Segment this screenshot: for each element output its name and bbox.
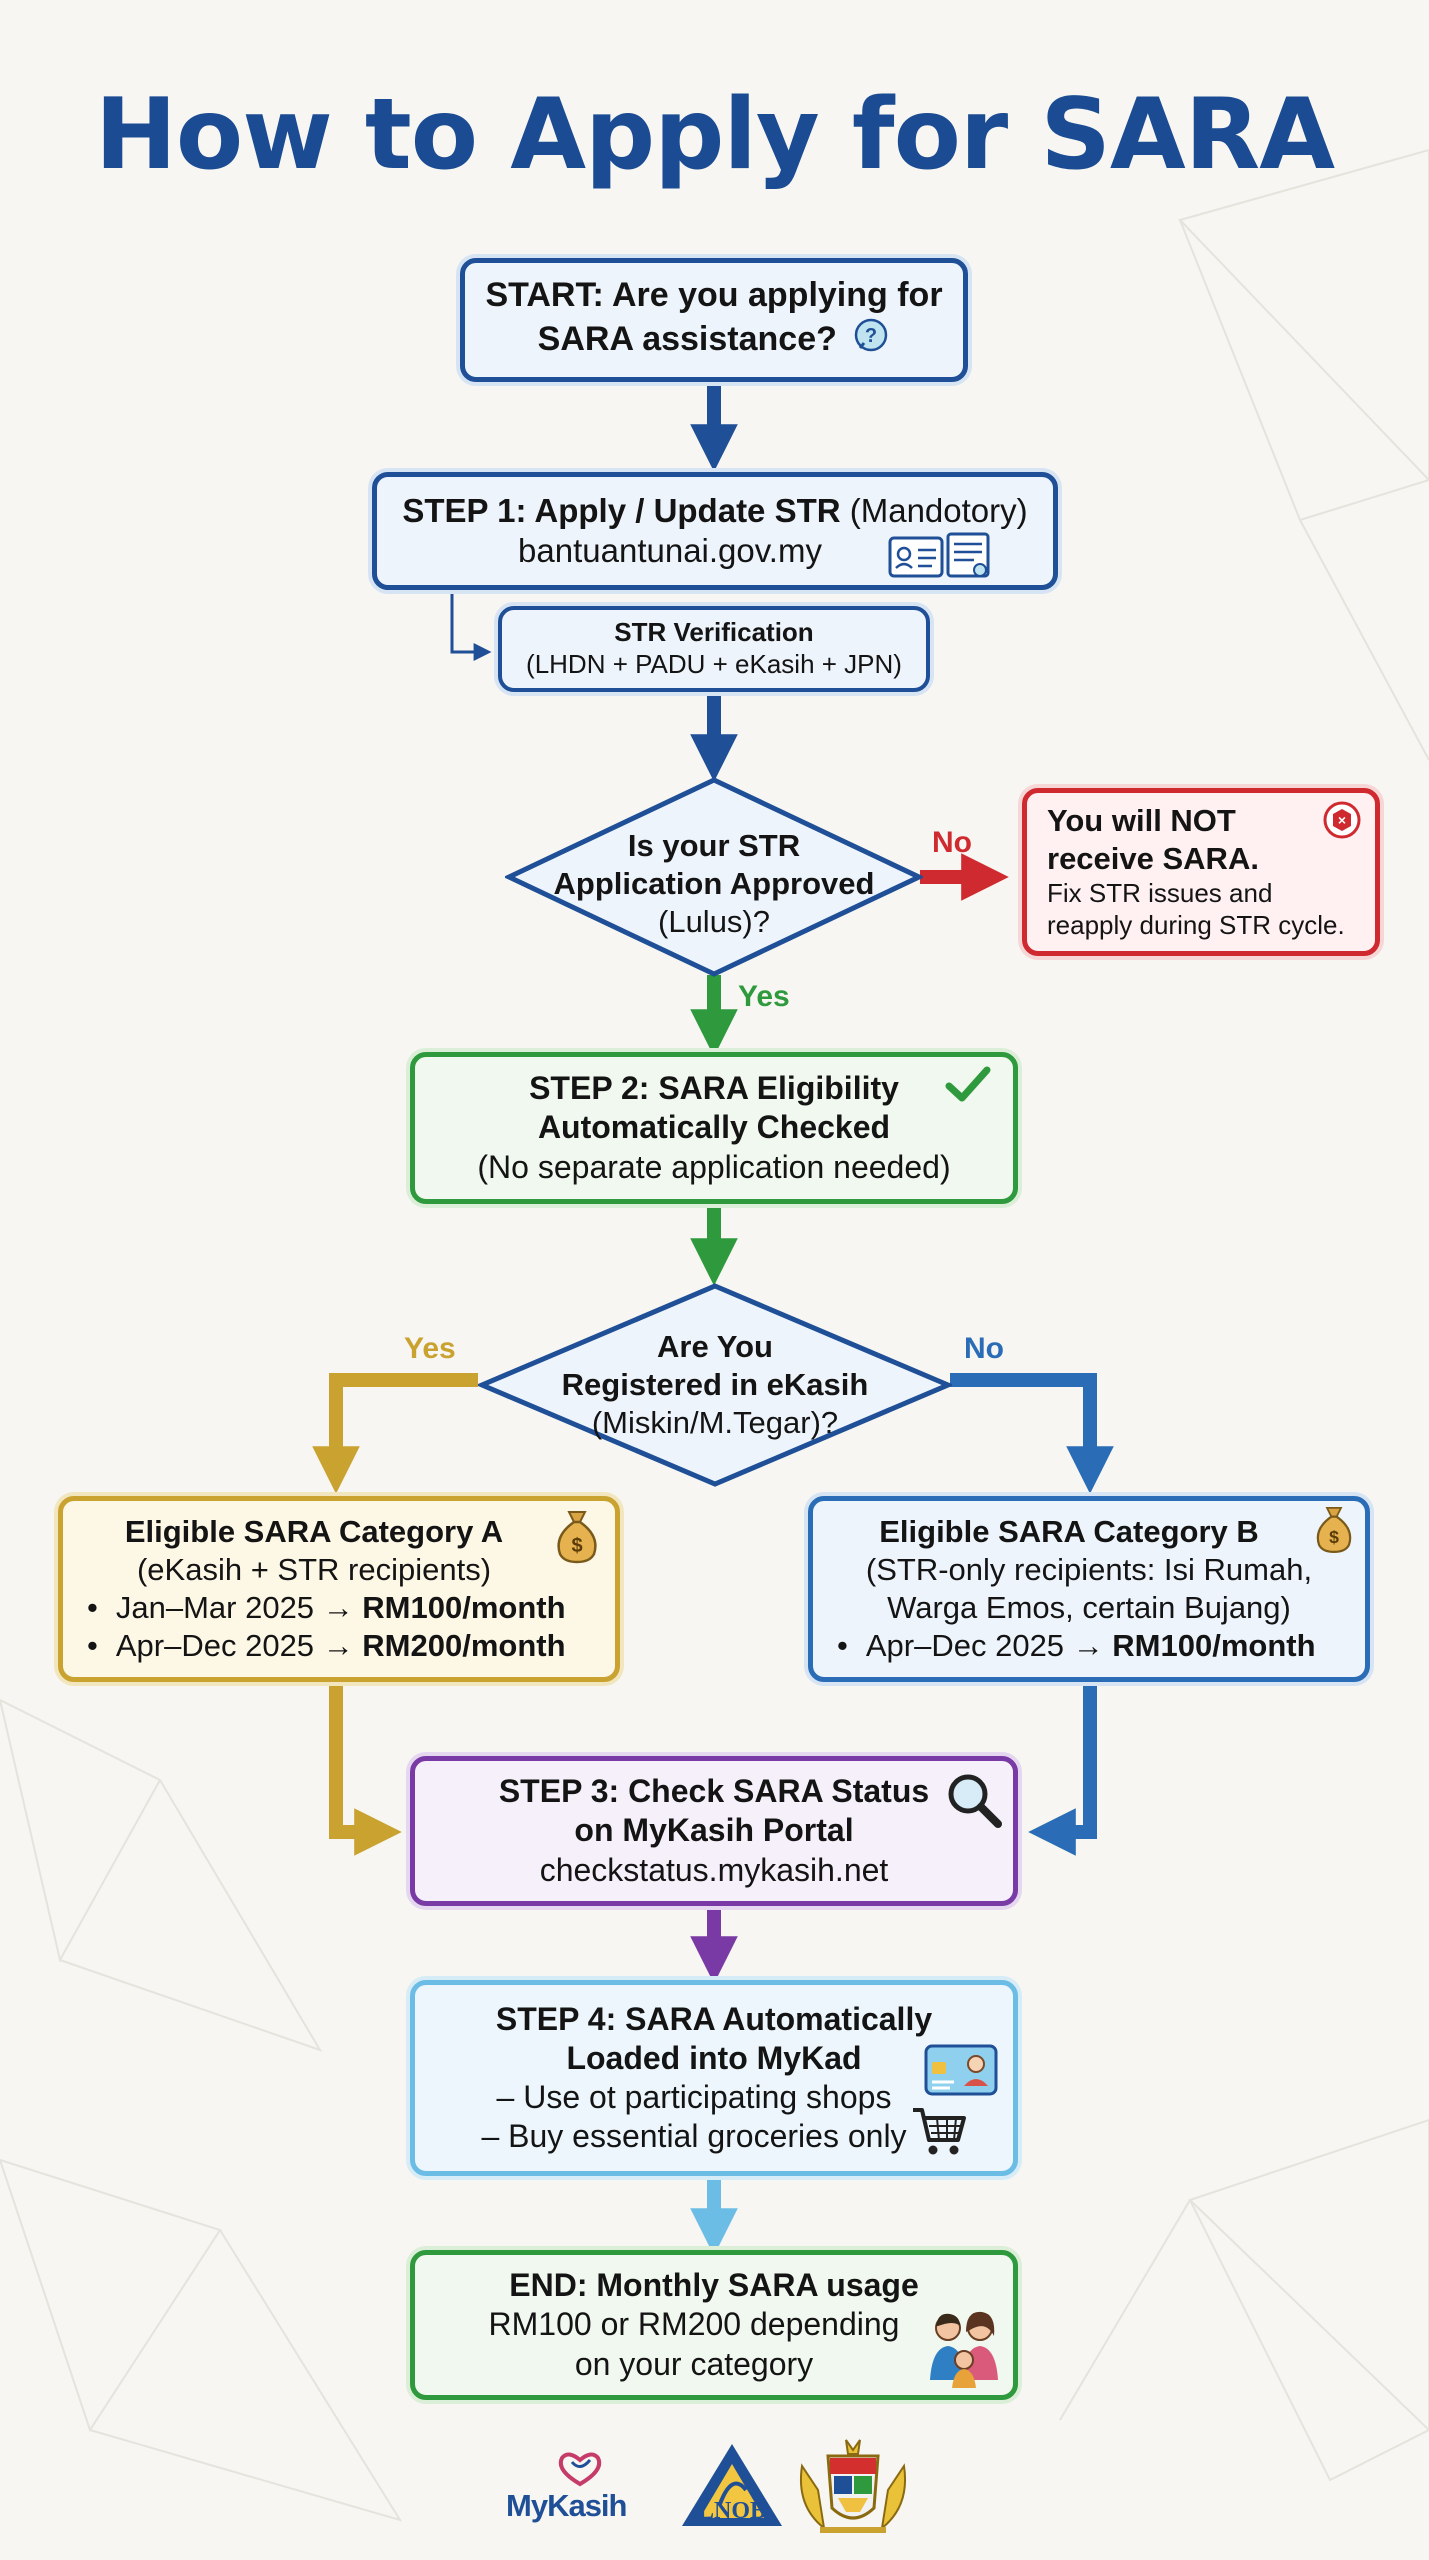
- start-line-2: SARA assistance? ?: [538, 317, 891, 365]
- decision1-yes-label: Yes: [738, 980, 790, 1013]
- category-a-bullet-1: Jan–Mar 2025 → RM100/month: [87, 1589, 566, 1627]
- question-bubble-icon: ?: [852, 317, 890, 365]
- decision2-line-3: (Miskin/M.Tegar)?: [591, 1404, 839, 1440]
- step4-line-4: – Buy essential groceries only: [481, 2118, 907, 2155]
- coat-of-arms-logo: [794, 2436, 912, 2545]
- not-eligible-line-3: Fix STR issues and: [1047, 878, 1273, 909]
- not-eligible-box: You will NOT receive SARA. Fix STR issue…: [1022, 788, 1380, 956]
- svg-text:$: $: [1329, 1527, 1339, 1547]
- money-bag-icon: $: [1312, 1504, 1356, 1559]
- not-eligible-line-1: You will NOT: [1047, 803, 1236, 839]
- step3-url: checkstatus.mykasih.net: [539, 1851, 889, 1888]
- end-line-2: RM100 or RM200 depending: [488, 2306, 900, 2343]
- start-line-1: START: Are you applying for: [485, 276, 943, 315]
- category-a-box: Eligible SARA Category A (eKasih + STR r…: [58, 1496, 620, 1682]
- mykasih-logo: MyKasih: [506, 2448, 652, 2538]
- warning-badge-icon: ×: [1322, 800, 1362, 845]
- page-title: How to Apply for SARA: [94, 78, 1335, 192]
- step1-box: STEP 1: Apply / Update STR (Mandotory) b…: [372, 472, 1058, 590]
- decision1-no-label: No: [932, 826, 972, 859]
- step3-line-1: STEP 3: Check SARA Status: [498, 1773, 930, 1810]
- decision-str-approved: Is your STR Application Approved (Lulus)…: [505, 776, 923, 978]
- check-mark-icon: [944, 1064, 992, 1109]
- step4-line-2: Loaded into MyKad: [566, 2039, 862, 2076]
- lnob-logo: LNOB: [676, 2440, 788, 2538]
- id-card-and-document-icon: [888, 532, 994, 585]
- lnob-logo-text: LNOB: [697, 2498, 766, 2524]
- category-b-box: Eligible SARA Category B (STR-only recip…: [808, 1496, 1370, 1682]
- svg-text:$: $: [571, 1535, 582, 1557]
- decision-ekasih-registered: Are You Registered in eKasih (Miskin/M.T…: [478, 1282, 952, 1488]
- str-verification-box: STR Verification (LHDN + PADU + eKasih +…: [498, 606, 930, 692]
- shopping-cart-icon: [910, 2104, 968, 2163]
- step4-line-3: – Use ot participating shops: [496, 2079, 892, 2115]
- end-line-1: END: Monthly SARA usage: [509, 2267, 919, 2304]
- family-icon: [924, 2306, 1004, 2395]
- step3-box: STEP 3: Check SARA Status on MyKasih Por…: [410, 1756, 1018, 1906]
- decision2-no-label: No: [964, 1332, 1004, 1365]
- category-b-title: Eligible SARA Category B: [879, 1514, 1259, 1550]
- category-b-line-2: (STR-only recipients: Isi Rumah,: [865, 1552, 1313, 1588]
- step1-url: bantuantunai.gov.my: [518, 532, 822, 569]
- step2-line-1: STEP 2: SARA Eligibility: [529, 1070, 899, 1107]
- magnifier-icon: [944, 1770, 1004, 1835]
- step3-line-2: on MyKasih Portal: [574, 1812, 854, 1849]
- step2-line-3: (No separate application needed): [477, 1148, 951, 1185]
- start-box: START: Are you applying for SARA assista…: [460, 258, 968, 382]
- svg-text:?: ?: [865, 325, 877, 347]
- decision2-line-2: Registered in eKasih: [561, 1367, 869, 1403]
- category-a-subtitle: (eKasih + STR recipients): [136, 1552, 492, 1588]
- decision1-line-3: (Lulus)?: [658, 903, 770, 939]
- decision1-line-2: Application Approved: [553, 866, 875, 902]
- decision1-line-1: Is your STR: [627, 828, 801, 864]
- step2-line-2: Automatically Checked: [537, 1109, 891, 1146]
- step2-box: STEP 2: SARA Eligibility Automatically C…: [410, 1052, 1018, 1204]
- category-b-line-3: Warga Emos, certain Bujang): [887, 1590, 1291, 1625]
- svg-text:×: ×: [1338, 812, 1346, 828]
- mykad-card-icon: [924, 2044, 998, 2101]
- category-a-bullet-2: Apr–Dec 2025 → RM200/month: [87, 1627, 566, 1665]
- money-bag-icon: $: [552, 1508, 602, 1569]
- step4-line-1: STEP 4: SARA Automatically: [495, 2000, 933, 2037]
- step1-line-1: STEP 1: Apply / Update STR (Mandotory): [402, 491, 1028, 529]
- mykasih-logo-text: MyKasih: [506, 2488, 627, 2523]
- category-a-title: Eligible SARA Category A: [124, 1514, 504, 1550]
- verification-title: STR Verification: [614, 617, 814, 648]
- decision2-yes-label: Yes: [404, 1332, 456, 1365]
- decision2-line-1: Are You: [657, 1329, 773, 1365]
- category-b-bullet-1: Apr–Dec 2025 → RM100/month: [837, 1627, 1316, 1665]
- end-line-3: on your category: [574, 2345, 814, 2382]
- not-eligible-line-2: receive SARA.: [1047, 841, 1259, 877]
- verification-agencies: (LHDN + PADU + eKasih + JPN): [526, 649, 902, 679]
- not-eligible-line-4: reapply during STR cycle.: [1047, 909, 1345, 940]
